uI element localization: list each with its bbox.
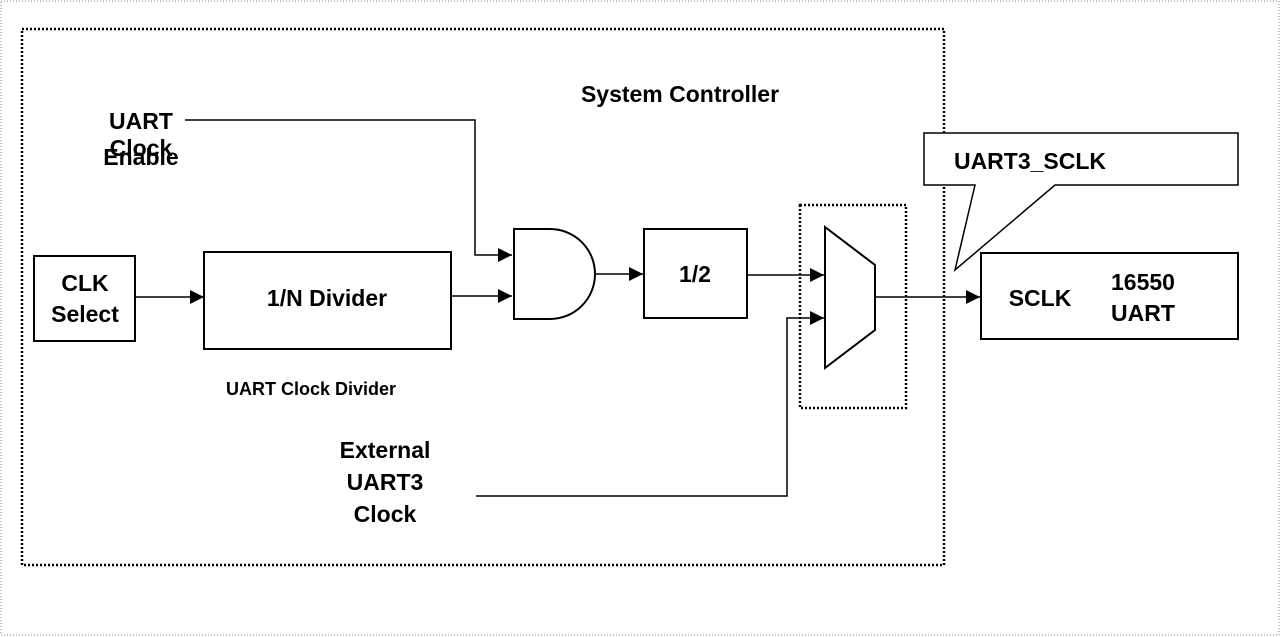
divider-label: 1/N Divider (267, 285, 387, 311)
mux-boundary (798, 203, 908, 410)
clk-select-line-1: CLK (61, 270, 109, 296)
external-clock-line-2: UART3 (347, 469, 424, 495)
external-clock-line-3: Clock (354, 501, 417, 527)
uart3-sclk-callout-text: UART3_SCLK (954, 148, 1106, 174)
half-label: 1/2 (679, 261, 711, 287)
clock-mux (824, 224, 876, 371)
clk-select-block (33, 255, 136, 342)
half-block (643, 228, 748, 319)
uart-clock-enable-line-1: UART (109, 108, 173, 134)
divider-block (203, 251, 452, 350)
uart-clock-enable-label: UART Clock Enable (109, 108, 173, 161)
clk-select-line-2: Select (51, 301, 119, 327)
uart-name-line-2: UART (1111, 300, 1175, 326)
uart-sclk-pin-label: SCLK (1009, 285, 1072, 311)
and-gate (513, 228, 596, 320)
uart-name-line-1: 16550 (1111, 269, 1175, 295)
uart-16550-block (980, 252, 1239, 340)
uart-clock-enable-line-2: Clock (110, 135, 173, 161)
divider-caption: UART Clock Divider (226, 379, 396, 399)
enable-wire (185, 119, 512, 262)
uart-clock-enable-line-3-visible: Enable (103, 144, 178, 170)
uart3-sclk-callout (923, 132, 1239, 273)
external-clock-line-1: External (340, 437, 431, 463)
system-controller-title: System Controller (581, 81, 779, 107)
external-clock-wire (476, 311, 824, 497)
